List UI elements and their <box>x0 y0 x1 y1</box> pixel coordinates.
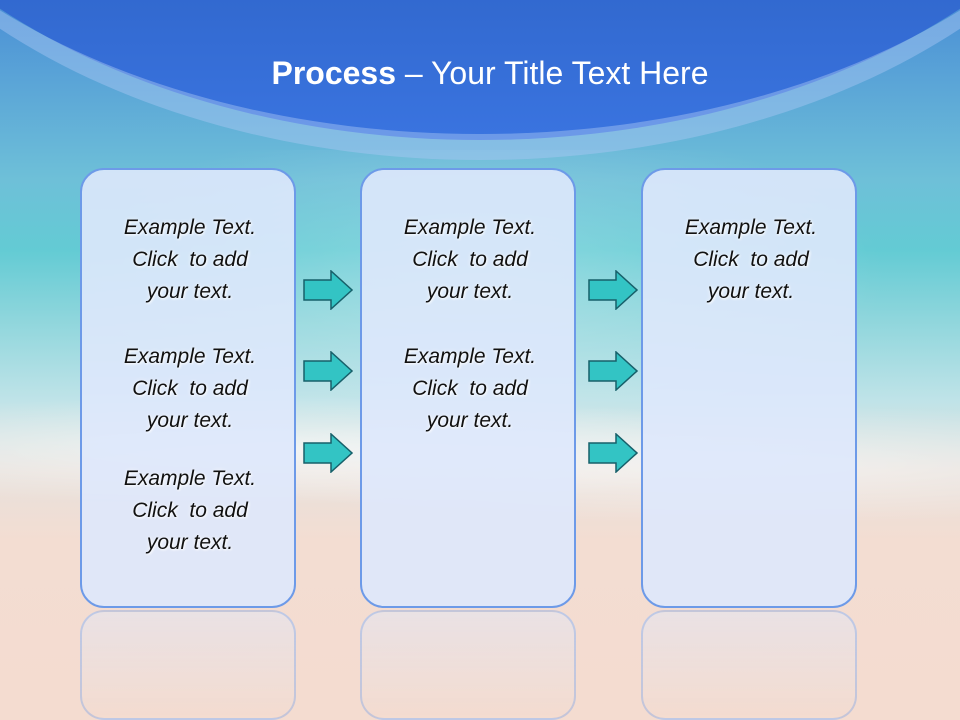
text-line: Click to add <box>412 377 528 400</box>
text-block[interactable]: Example Text. Click to add your text. <box>362 341 578 437</box>
text-block[interactable]: Example Text. Click to add your text. <box>82 463 298 559</box>
right-arrow-icon[interactable] <box>588 351 638 391</box>
process-box-2[interactable]: Example Text. Click to add your text. Ex… <box>360 168 576 608</box>
right-arrow-icon[interactable] <box>588 433 638 473</box>
text-line: Example Text. <box>403 345 537 368</box>
text-line: Example Text. <box>123 467 257 490</box>
text-line: your text. <box>426 409 514 432</box>
text-line: Example Text. <box>123 345 257 368</box>
process-box-1-reflection <box>80 610 296 720</box>
right-arrow-icon[interactable] <box>588 270 638 310</box>
process-box-1[interactable]: Example Text. Click to add your text. Ex… <box>80 168 296 608</box>
text-line: Example Text. <box>123 216 257 239</box>
title-rest: – Your Title Text Here <box>396 55 709 91</box>
text-block[interactable]: Example Text. Click to add your text. <box>82 341 298 437</box>
text-line: Example Text. <box>403 216 537 239</box>
text-line: your text. <box>426 280 514 303</box>
process-box-3-reflection <box>641 610 857 720</box>
slide-title[interactable]: Process – Your Title Text Here <box>0 55 960 92</box>
text-line: Click to add <box>693 248 809 271</box>
title-bold: Process <box>271 55 397 91</box>
text-line: Click to add <box>412 248 528 271</box>
text-block[interactable]: Example Text. Click to add your text. <box>643 212 859 308</box>
text-line: your text. <box>707 280 795 303</box>
text-line: Example Text. <box>684 216 818 239</box>
right-arrow-icon[interactable] <box>303 351 353 391</box>
text-line: Click to add <box>132 377 248 400</box>
text-line: your text. <box>146 409 234 432</box>
text-line: Click to add <box>132 248 248 271</box>
right-arrow-icon[interactable] <box>303 270 353 310</box>
right-arrow-icon[interactable] <box>303 433 353 473</box>
text-block[interactable]: Example Text. Click to add your text. <box>362 212 578 308</box>
text-line: Click to add <box>132 499 248 522</box>
process-box-3[interactable]: Example Text. Click to add your text. <box>641 168 857 608</box>
text-line: your text. <box>146 280 234 303</box>
text-line: your text. <box>146 531 234 554</box>
process-box-2-reflection <box>360 610 576 720</box>
text-block[interactable]: Example Text. Click to add your text. <box>82 212 298 308</box>
